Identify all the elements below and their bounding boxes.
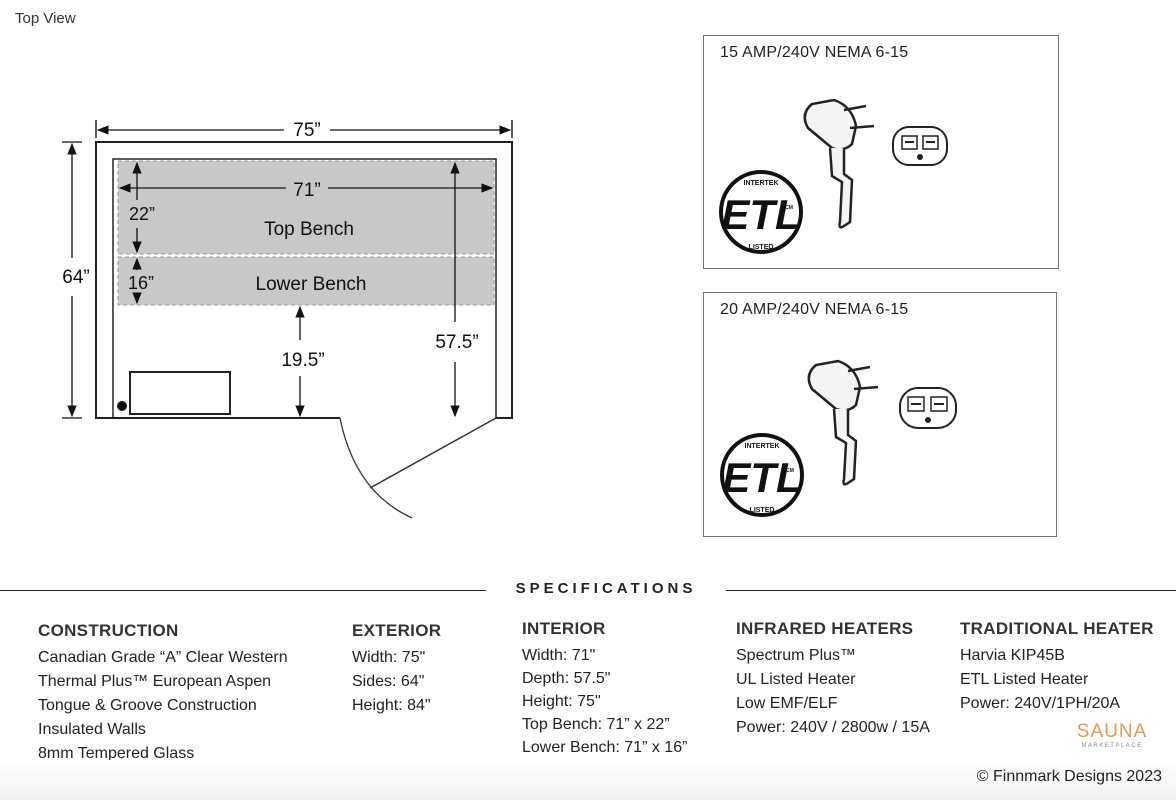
nema-outlet-icon xyxy=(899,387,957,429)
dim-interior-depth: 57.5” xyxy=(435,332,478,353)
spec-item: Sides: 64" xyxy=(352,673,425,690)
spec-item: Low EMF/ELF xyxy=(736,695,838,712)
spec-column-interior: INTERIOR Width: 71" Depth: 57.5" Height:… xyxy=(522,619,687,759)
power-panel-graphics: ETL INTERTEK LISTED CM xyxy=(720,359,957,517)
power-panel-title: 20 AMP/240V NEMA 6-15 xyxy=(720,301,909,318)
spec-column-title: EXTERIOR xyxy=(352,621,442,640)
power-panel-graphics: ETL INTERTEK LISTED CM xyxy=(719,98,948,254)
spec-item: Depth: 57.5" xyxy=(522,670,611,687)
spec-item: Insulated Walls xyxy=(38,721,146,738)
spec-item: Canadian Grade “A” Clear Western xyxy=(38,649,288,666)
svg-text:ETL: ETL xyxy=(721,191,800,238)
dim-interior-width: 71” xyxy=(293,180,320,201)
floor-plan-diagram: 75” 64” 71” 22” Top Bench 16” Lower Benc… xyxy=(62,120,513,519)
lower-bench xyxy=(117,256,495,306)
svg-text:LISTED: LISTED xyxy=(749,244,774,251)
spec-item: ETL Listed Heater xyxy=(960,671,1089,688)
spec-column-infrared-heaters: INFRARED HEATERS Spectrum Plus™ UL Liste… xyxy=(736,619,930,740)
top-bench-label: Top Bench xyxy=(264,219,354,240)
spec-item: 8mm Tempered Glass xyxy=(38,745,195,762)
top-bench xyxy=(117,160,495,255)
logo-wordmark: SAUNA xyxy=(1076,721,1148,742)
dim-lower-bench-depth: 16” xyxy=(128,273,154,293)
heater-unit xyxy=(129,371,231,415)
nema-plug-icon xyxy=(807,359,879,486)
power-panel-15amp: 15 AMP/240V NEMA 6-15 ETL INTERTEK LISTE… xyxy=(703,35,1059,269)
spec-item: Width: 75" xyxy=(352,649,426,666)
spec-column-title: INFRARED HEATERS xyxy=(736,619,914,638)
dim-exterior-depth: 64” xyxy=(62,267,89,288)
svg-text:CM: CM xyxy=(785,205,793,211)
spec-column-title: CONSTRUCTION xyxy=(38,621,179,640)
interior-wall xyxy=(112,158,497,419)
spec-column-title: INTERIOR xyxy=(522,619,606,638)
svg-text:INTERTEK: INTERTEK xyxy=(745,443,780,450)
dim-bench-clearance: 19.5” xyxy=(281,350,324,371)
nema-plug-icon xyxy=(803,98,875,229)
spec-item: Power: 240V/1PH/20A xyxy=(960,695,1121,712)
spec-column-traditional-heater: TRADITIONAL HEATER Harvia KIP45B ETL Lis… xyxy=(960,619,1154,716)
spec-item: Height: 84" xyxy=(352,697,431,714)
spec-column-title: TRADITIONAL HEATER xyxy=(960,619,1154,638)
spec-column-construction: CONSTRUCTION Canadian Grade “A” Clear We… xyxy=(38,621,288,766)
lower-bench-label: Lower Bench xyxy=(256,274,367,295)
spec-divider-left xyxy=(0,590,486,591)
etl-listed-icon: ETL INTERTEK LISTED CM xyxy=(720,433,804,517)
spec-item: Power: 240V / 2800w / 15A xyxy=(736,719,930,736)
dim-exterior-width: 75” xyxy=(293,120,320,141)
spec-item: Top Bench: 71” x 22” xyxy=(522,716,670,733)
dim-top-bench-depth: 22” xyxy=(129,204,155,224)
spec-item: UL Listed Heater xyxy=(736,671,856,688)
view-label: Top View xyxy=(15,10,76,27)
door-panel xyxy=(369,417,497,489)
specifications-heading: SPECIFICATIONS xyxy=(515,580,697,597)
spec-divider-right xyxy=(726,590,1176,591)
spec-item: Height: 75" xyxy=(522,693,601,710)
spec-item: Width: 71" xyxy=(522,647,596,664)
svg-text:INTERTEK: INTERTEK xyxy=(744,180,779,187)
power-panel-20amp: 20 AMP/240V NEMA 6-15 ETL INTERTEK LISTE… xyxy=(703,292,1057,537)
svg-text:CM: CM xyxy=(786,468,794,474)
control-knob xyxy=(117,401,127,411)
spec-item: Tongue & Groove Construction xyxy=(38,697,257,714)
spec-column-exterior: EXTERIOR Width: 75" Sides: 64" Height: 8… xyxy=(352,621,441,718)
door-swing-arc xyxy=(339,417,413,519)
spec-item: Harvia KIP45B xyxy=(960,647,1065,664)
etl-listed-icon: ETL INTERTEK LISTED CM xyxy=(719,170,803,254)
nema-outlet-icon xyxy=(892,126,948,166)
power-panel-title: 15 AMP/240V NEMA 6-15 xyxy=(720,44,909,61)
footer-band xyxy=(0,760,1176,800)
spec-item: Thermal Plus™ European Aspen xyxy=(38,673,272,690)
spec-item: Lower Bench: 71” x 16” xyxy=(522,739,688,756)
logo-subtitle: MARKETPLACE xyxy=(1081,743,1143,749)
spec-item: Spectrum Plus™ xyxy=(736,647,857,664)
copyright-notice: © Finnmark Designs 2023 xyxy=(976,768,1162,785)
svg-text:ETL: ETL xyxy=(722,454,801,501)
sauna-marketplace-logo: SAUNA MARKETPLACE xyxy=(1072,722,1152,750)
svg-text:LISTED: LISTED xyxy=(750,507,775,514)
